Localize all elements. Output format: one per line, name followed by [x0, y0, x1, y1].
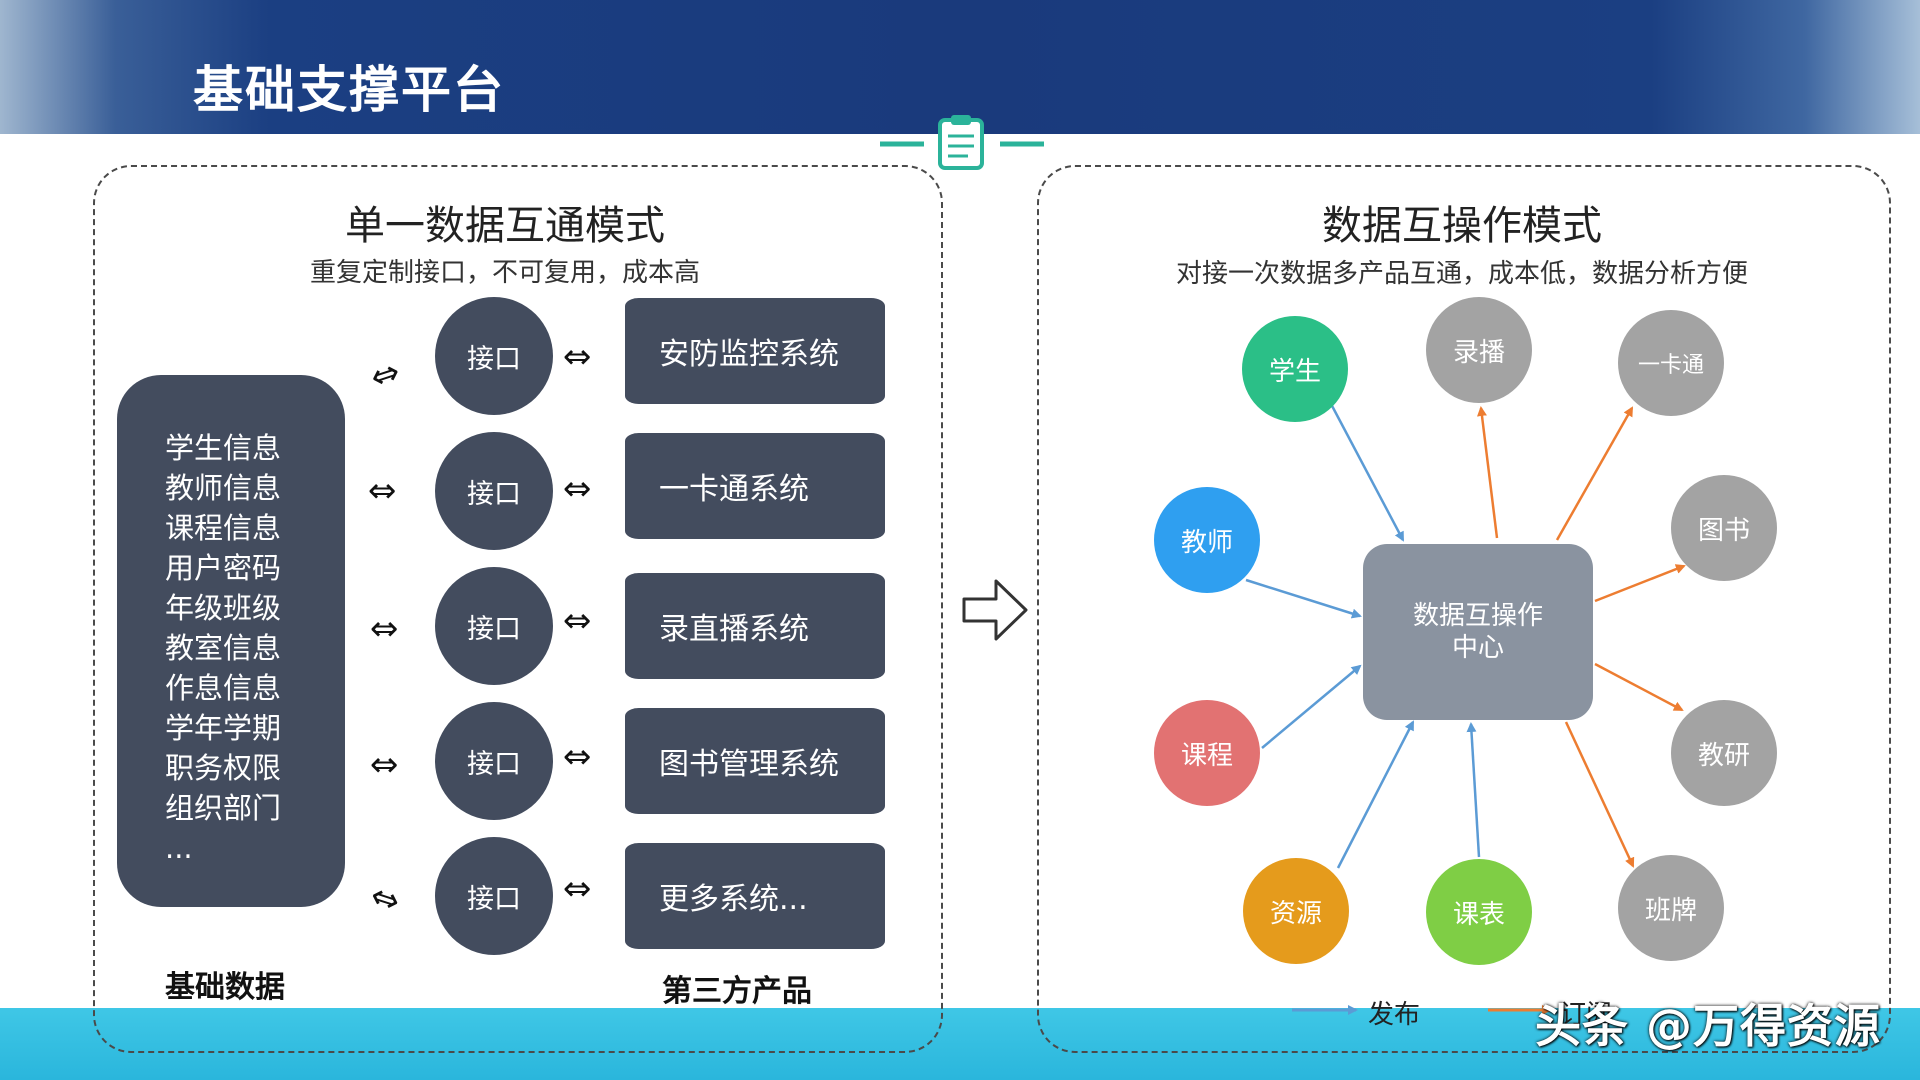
subscribe-arrow — [1477, 406, 1499, 539]
subscribe-arrow — [1594, 564, 1686, 603]
basic-item: 学生信息 — [165, 431, 282, 465]
node-recording: 录播 — [1426, 297, 1532, 403]
third-party-system: 图书管理系统 — [625, 708, 885, 814]
double-arrow-icon: ⇔ — [563, 601, 592, 641]
interop-center-node: 数据互操作中心 — [1363, 544, 1593, 720]
basic-item: 课程信息 — [165, 511, 282, 545]
node-library: 图书 — [1671, 475, 1777, 581]
page-title: 基础支撑平台 — [193, 61, 505, 119]
subscribe-arrow — [1564, 721, 1635, 868]
header-banner — [0, 0, 1920, 134]
basic-item: 教室信息 — [165, 631, 282, 665]
third-party-system: 一卡通系统 — [625, 433, 885, 539]
basic-data-box — [117, 375, 345, 907]
publish-arrow — [1261, 664, 1362, 749]
double-arrow-icon: ⇔ — [563, 737, 592, 777]
node-classboard: 班牌 — [1618, 855, 1724, 961]
interop-mode-panel — [1037, 165, 1891, 1053]
clipboard-icon — [880, 115, 1044, 170]
third-party-label: 第三方产品 — [662, 974, 812, 1009]
double-arrow-icon: ⇔ — [563, 469, 592, 509]
publish-arrow — [1466, 722, 1481, 858]
legend-subscribe-label: 订阅 — [1560, 1000, 1613, 1030]
single-mode-panel — [93, 165, 943, 1053]
footer-band — [0, 1008, 1920, 1080]
basic-data-label: 基础数据 — [165, 970, 285, 1005]
node-student: 学生 — [1242, 316, 1348, 422]
double-arrow-icon: ⇔ — [370, 609, 399, 649]
node-teacher: 教师 — [1154, 487, 1260, 593]
basic-item: 作息信息 — [165, 671, 282, 705]
publish-arrow — [1336, 720, 1415, 869]
watermark: 头条 @万得资源 — [1535, 999, 1882, 1053]
right-subtitle: 对接一次数据多产品互通，成本低，数据分析方便 — [1175, 259, 1749, 289]
right-arrow-icon — [962, 579, 1028, 641]
basic-item: 组织部门 — [165, 791, 282, 825]
basic-item: 职务权限 — [165, 751, 282, 785]
interface-node: 接口 — [435, 297, 553, 415]
third-party-system: 更多系统... — [625, 843, 885, 949]
interface-node: 接口 — [435, 567, 553, 685]
subscribe-arrow — [1555, 406, 1634, 541]
third-party-system: 录直播系统 — [625, 573, 885, 679]
publish-arrow — [1328, 401, 1405, 542]
basic-data-list: 学生信息 教师信息 课程信息 用户密码 年级班级 教室信息 作息信息 学年学期 … — [165, 428, 281, 868]
right-title: 数据互操作模式 — [1322, 203, 1602, 249]
double-arrow-icon: ⇔ — [563, 337, 592, 377]
interface-node: 接口 — [435, 837, 553, 955]
publish-arrow — [1245, 578, 1362, 619]
node-resource: 资源 — [1243, 858, 1349, 964]
third-party-system: 安防监控系统 — [625, 298, 885, 404]
basic-item: ... — [165, 831, 193, 865]
node-course: 课程 — [1154, 700, 1260, 806]
node-schedule: 课表 — [1426, 859, 1532, 965]
legend-publish-label: 发布 — [1368, 1000, 1421, 1030]
interface-node: 接口 — [435, 702, 553, 820]
double-arrow-icon: ⇔ — [370, 745, 399, 785]
subscribe-arrow — [1594, 662, 1684, 712]
node-research: 教研 — [1671, 700, 1777, 806]
center-label: 数据互操作中心 — [1412, 601, 1543, 663]
double-arrow-icon: ⇔ — [563, 869, 592, 909]
double-arrow-icon: ⇔ — [368, 471, 397, 511]
node-card: 一卡通 — [1618, 310, 1724, 416]
basic-item: 教师信息 — [165, 471, 282, 505]
basic-item: 年级班级 — [165, 591, 282, 625]
left-title: 单一数据互通模式 — [345, 203, 665, 249]
basic-item: 用户密码 — [165, 551, 282, 585]
basic-item: 学年学期 — [165, 711, 282, 745]
left-subtitle: 重复定制接口，不可复用，成本高 — [309, 258, 701, 288]
interface-node: 接口 — [435, 432, 553, 550]
